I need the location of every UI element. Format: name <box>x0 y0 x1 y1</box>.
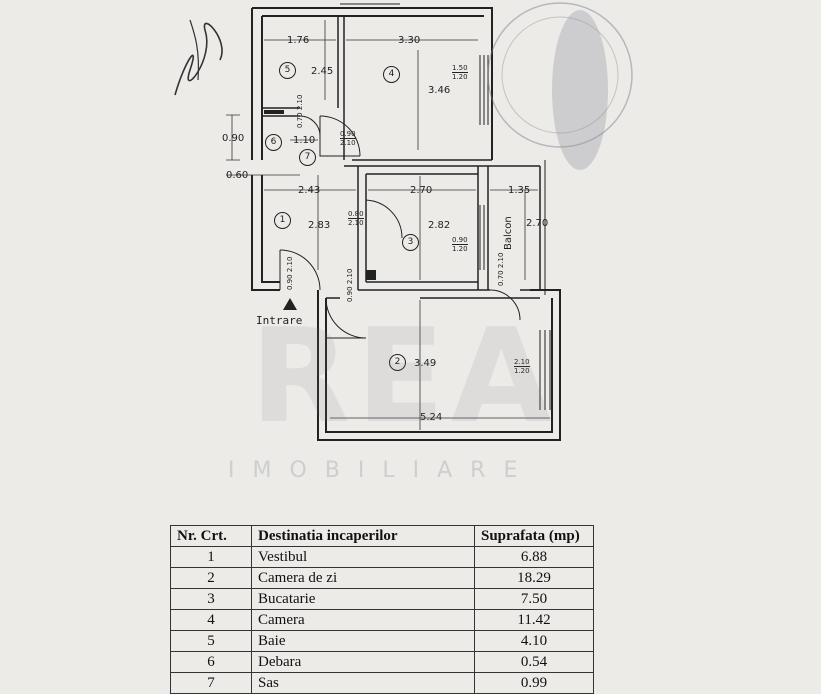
dimension-label: 0.90 <box>222 133 245 144</box>
dimension-label: 2.70 <box>410 185 433 196</box>
dimension-label: 2.70 <box>526 218 549 229</box>
table-cell: 6.88 <box>474 546 594 568</box>
table-cell: 7 <box>170 672 252 694</box>
table-cell: 4 <box>170 609 252 631</box>
table-cell: Vestibul <box>251 546 475 568</box>
table-cell: Camera de zi <box>251 567 475 589</box>
table-cell: 1 <box>170 546 252 568</box>
room-number: 1 <box>274 212 291 229</box>
balcony-label: Balcon <box>503 216 514 250</box>
col-header: Suprafata (mp) <box>474 525 594 547</box>
dimension-label: 2.43 <box>298 185 321 196</box>
table-cell: Debara <box>251 651 475 673</box>
area-table: Nr. Crt. Destinatia incaperilor Suprafat… <box>170 525 594 694</box>
room-number: 7 <box>299 149 316 166</box>
table-cell: 18.29 <box>474 567 594 589</box>
dimension-label: 0.60 <box>226 170 249 181</box>
entrance-label: Intrare <box>256 314 303 327</box>
watermark-brand: REA <box>250 300 558 452</box>
dimension-label: 2.45 <box>311 66 334 77</box>
dimension-label: 2.83 <box>308 220 331 231</box>
dimension-label: 3.46 <box>428 85 451 96</box>
dimension-label: 2.82 <box>428 220 451 231</box>
table-cell: 0.54 <box>474 651 594 673</box>
room-number: 2 <box>389 354 406 371</box>
table-cell: 3 <box>170 588 252 610</box>
dimension-label: 3.49 <box>414 358 437 369</box>
table-cell: 6 <box>170 651 252 673</box>
dimension-label: 3.30 <box>398 35 421 46</box>
dimension-label: 5.24 <box>420 412 443 423</box>
table-cell: Sas <box>251 672 475 694</box>
door-size-label: 0.70 2.10 <box>296 94 304 128</box>
watermark-subtitle: IMOBILIARE <box>228 458 536 483</box>
dimension-label: 1.76 <box>287 35 310 46</box>
table-cell: 7.50 <box>474 588 594 610</box>
door-size-label: 0.90 2.10 <box>346 268 354 302</box>
room-number: 5 <box>279 62 296 79</box>
room-number: 4 <box>383 66 400 83</box>
col-header: Nr. Crt. <box>170 525 252 547</box>
col-header: Destinatia incaperilor <box>251 525 475 547</box>
dimension-label: 1.10 <box>293 135 316 146</box>
room-number: 6 <box>265 134 282 151</box>
table-cell: Bucatarie <box>251 588 475 610</box>
door-size-label: 0.90 2.10 <box>286 256 294 290</box>
table-cell: Baie <box>251 630 475 652</box>
table-header-row: Nr. Crt. Destinatia incaperilor Suprafat… <box>170 525 594 547</box>
table-cell: 0.99 <box>474 672 594 694</box>
table-cell: 11.42 <box>474 609 594 631</box>
table-cell: 5 <box>170 630 252 652</box>
table-cell: 4.10 <box>474 630 594 652</box>
door-size-label: 0.70 2.10 <box>497 252 505 286</box>
dimension-label: 1.35 <box>508 185 531 196</box>
table-cell: 2 <box>170 567 252 589</box>
table-cell: Camera <box>251 609 475 631</box>
room-number: 3 <box>402 234 419 251</box>
